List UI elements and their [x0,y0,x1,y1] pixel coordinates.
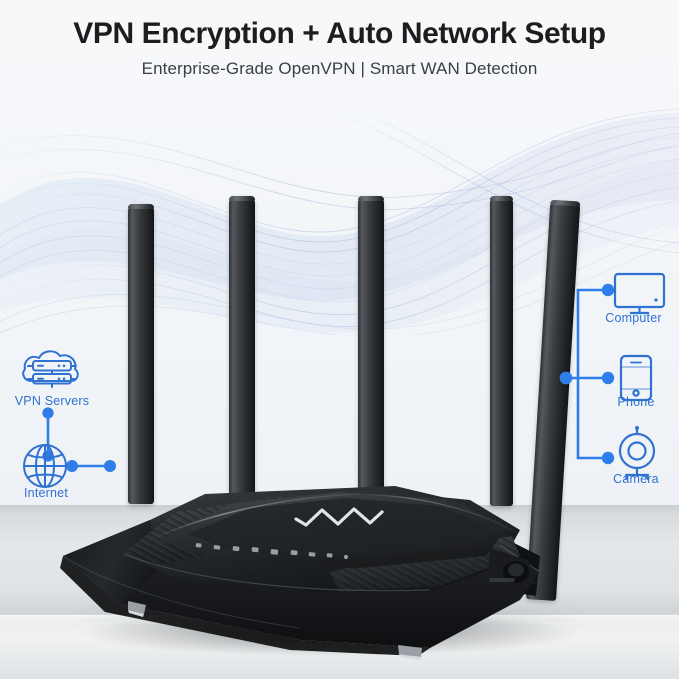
node-dot-internet-end [104,460,116,472]
header: VPN Encryption + Auto Network Setup Ente… [0,0,679,79]
webcam-icon [618,426,656,481]
page-subtitle: Enterprise-Grade OpenVPN | Smart WAN Det… [141,58,538,78]
label-computer: Computer [605,311,662,325]
cloud-server-icon [22,350,79,388]
label-vpn-servers: VPN Servers [14,394,90,408]
globe-icon [23,444,67,488]
page-title: VPN Encryption + Auto Network Setup [73,17,606,50]
monitor-icon [613,272,666,315]
node-dot-internet-out [66,460,78,472]
label-phone: Phone [617,395,655,409]
smartphone-icon [619,354,653,402]
antenna-3 [358,196,384,496]
label-internet: Internet [24,486,68,500]
node-dot-router [559,371,573,385]
node-dot-phone [601,371,615,385]
node-dot-vpn [42,407,54,419]
antenna-2 [229,196,255,496]
antenna-4 [490,196,513,506]
antenna-1 [128,204,154,504]
node-dot-computer [601,283,615,297]
node-dot-camera [601,451,615,465]
